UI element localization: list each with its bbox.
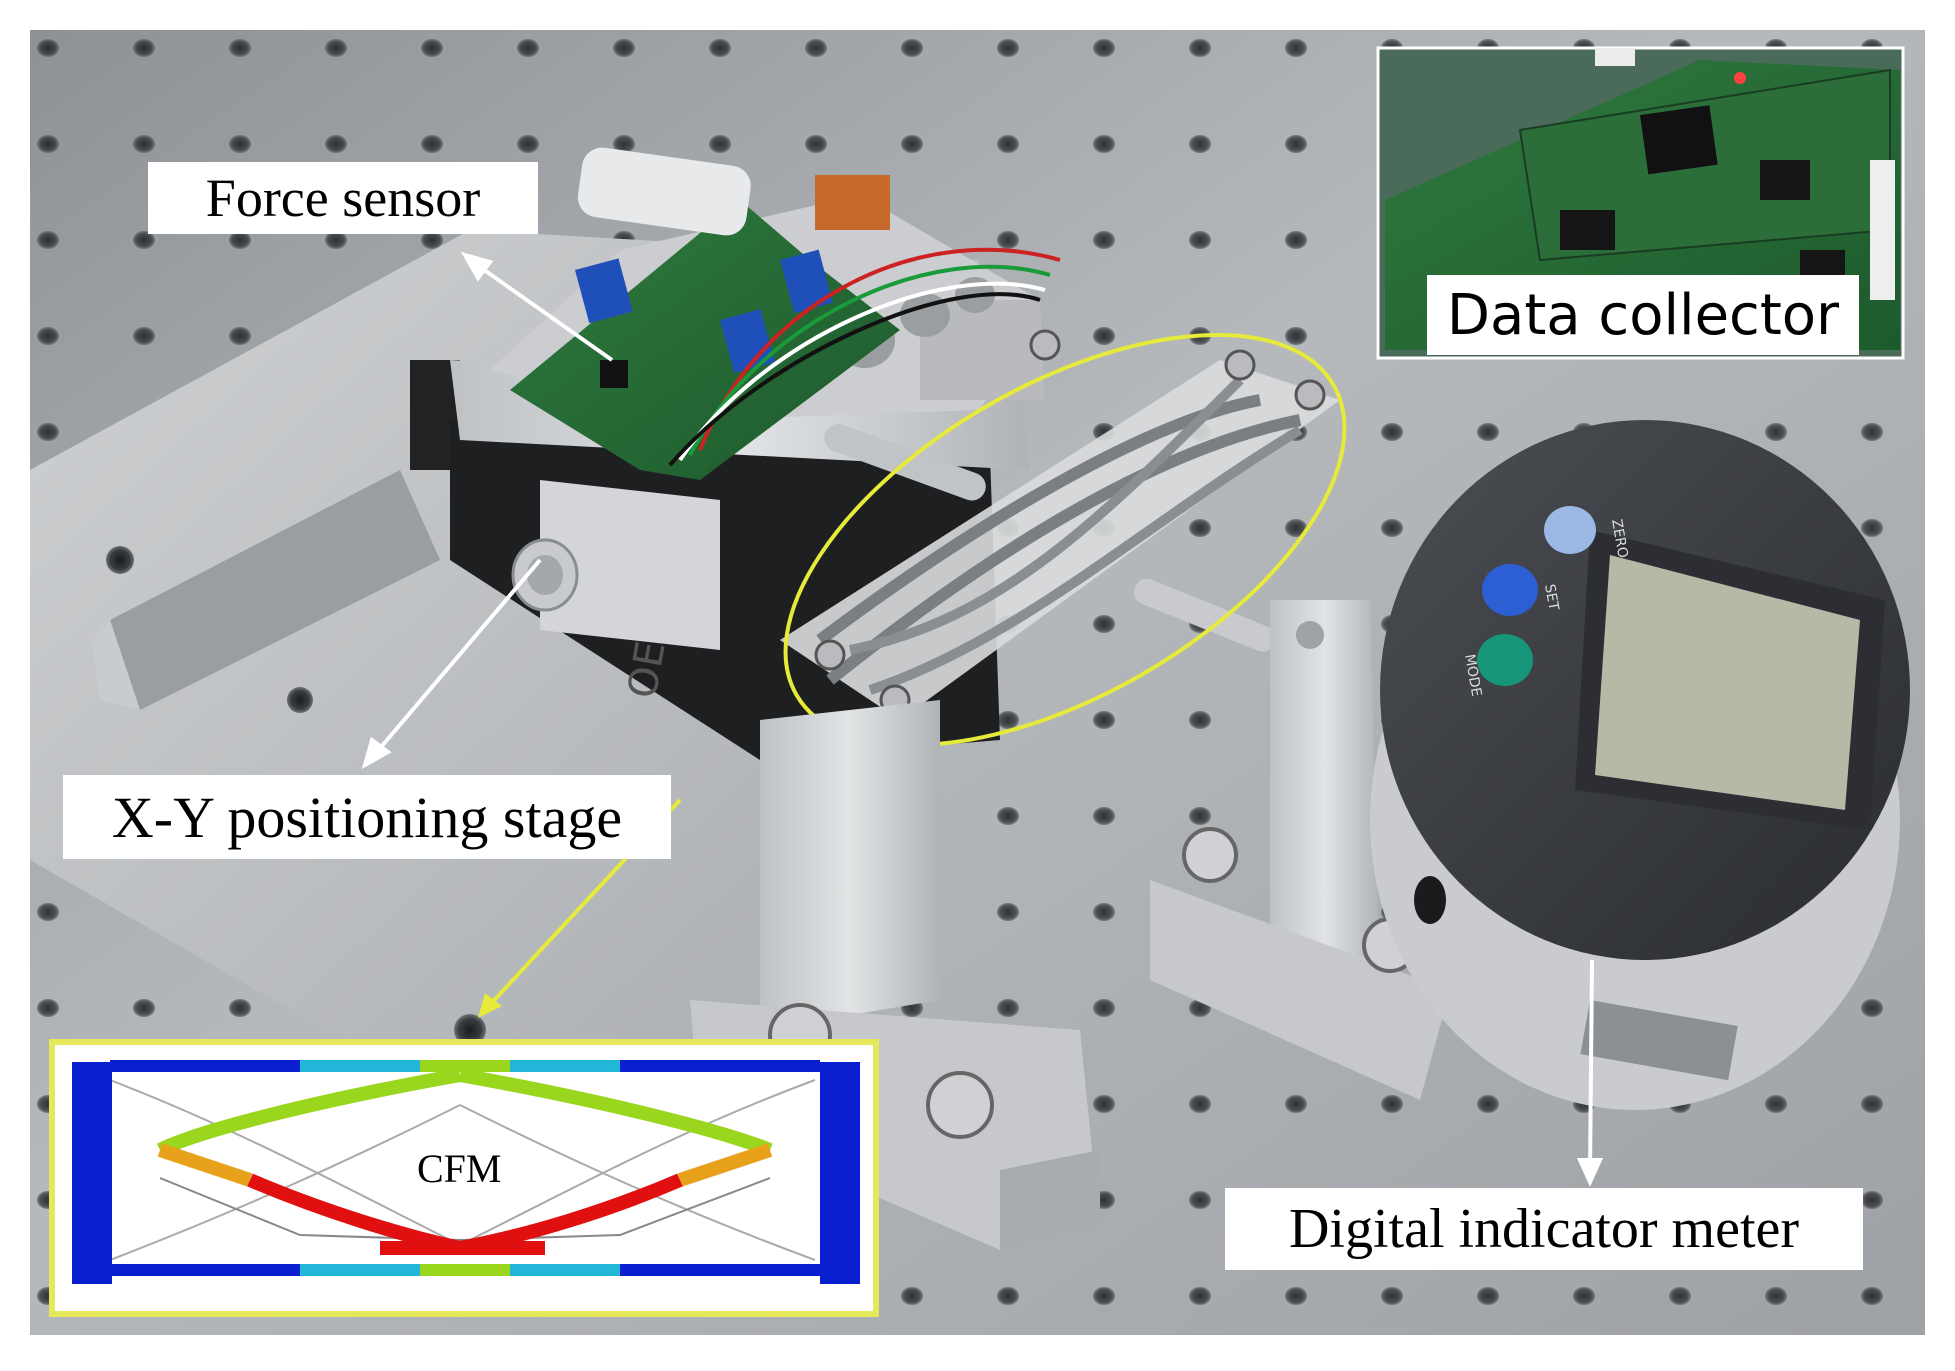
svg-text:OE: OE xyxy=(620,638,675,702)
force-sensor-label: Force sensor xyxy=(148,162,538,234)
force-sensor-assembly xyxy=(490,147,1061,501)
digital-indicator-label: Digital indicator meter xyxy=(1225,1188,1863,1270)
mode-button-label: MODE xyxy=(1461,653,1484,698)
set-button xyxy=(1482,564,1538,616)
cfm-fea-inset xyxy=(49,1039,879,1317)
xy-stage-label: X-Y positioning stage xyxy=(63,775,671,859)
cfm-label: CFM xyxy=(417,1146,502,1191)
right-support xyxy=(1150,600,1450,1100)
zero-button xyxy=(1544,506,1596,554)
compliant-mechanism xyxy=(780,329,1340,720)
micrometer-head xyxy=(92,360,460,710)
set-button-label: SET xyxy=(1541,583,1561,612)
zero-button-label: ZERO xyxy=(1608,518,1631,559)
digital-indicator: ZERO SET MODE xyxy=(1370,420,1910,1110)
data-collector-label: Data collector xyxy=(1427,275,1859,355)
annotation-arrows xyxy=(361,251,1604,1187)
highlight-ellipse xyxy=(783,332,1347,748)
lcd-display xyxy=(1595,555,1860,810)
mode-button xyxy=(1477,634,1533,686)
